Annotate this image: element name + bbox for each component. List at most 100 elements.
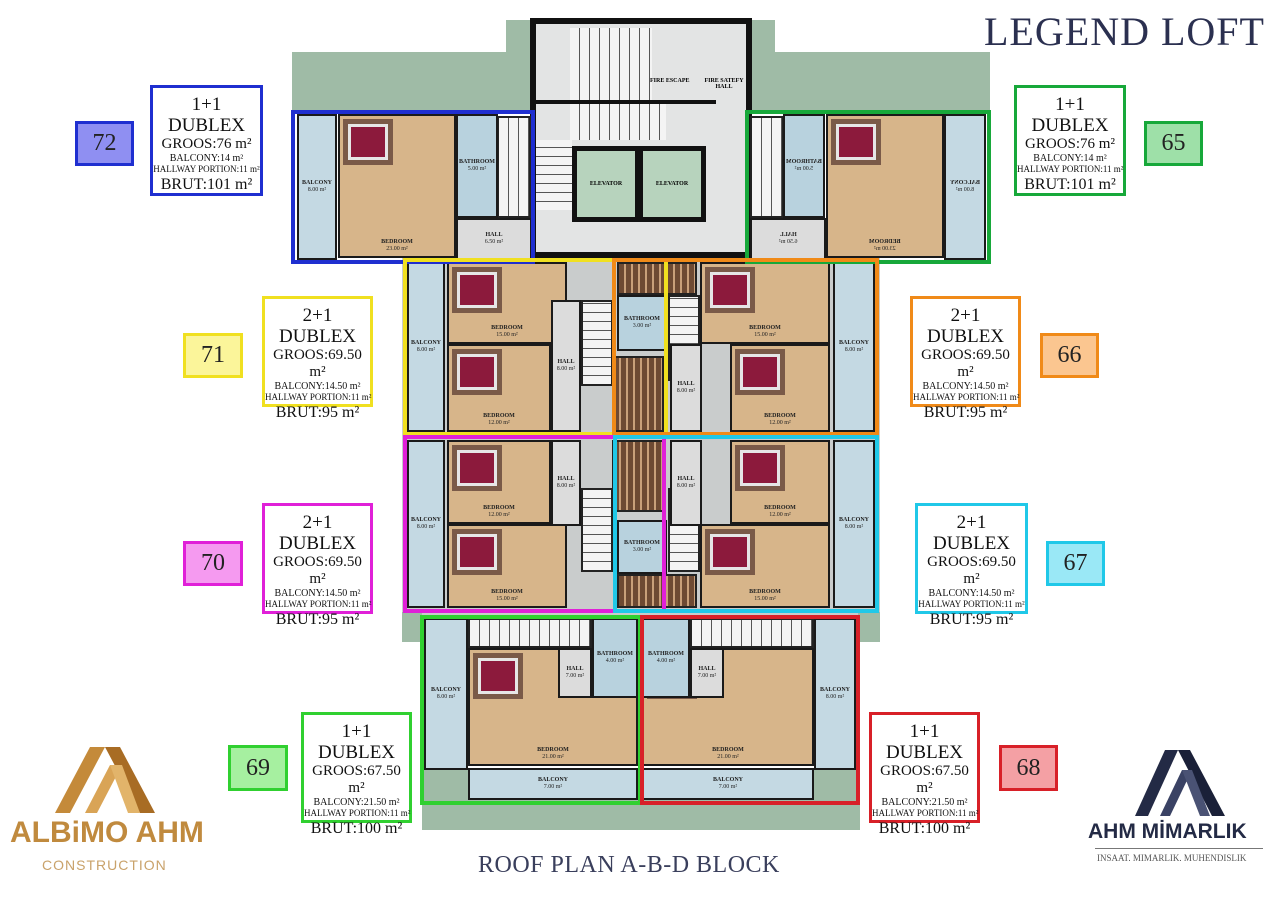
room-name: BALCONY <box>537 777 568 783</box>
unit-brut: BRUT:101 m² <box>160 176 253 193</box>
unit-balcony: BALCONY:14.50 m² <box>274 381 361 392</box>
elevator-1-label: ELEVATOR <box>589 181 623 187</box>
unit-type: 1+1 DUBLEX <box>167 94 246 136</box>
unit-72-number-badge[interactable]: 72 <box>75 121 134 166</box>
room-area: 6.50 m² <box>484 239 504 245</box>
unit-groos: GROOS:76 m² <box>161 136 252 152</box>
room-name: BEDROOM <box>764 505 796 511</box>
room-name: BATHROOM <box>648 651 684 657</box>
room-area: 15.00 m² <box>496 332 518 338</box>
room-area: 12.00 m² <box>769 420 791 426</box>
room-name: HALL <box>557 359 575 365</box>
unit-balcony: BALCONY:14.50 m² <box>928 588 1015 599</box>
unit-groos: GROOS:67.50 m² <box>880 763 969 796</box>
room-name: BEDROOM <box>381 239 413 245</box>
room-area: 8.00 m² <box>436 694 456 700</box>
room-name: BATHROOM <box>786 159 822 165</box>
albimo-logo-mark <box>55 747 155 813</box>
unit-brut: BRUT:95 m² <box>923 404 1008 421</box>
room-area: 12.00 m² <box>488 420 510 426</box>
unit-69-number-badge[interactable]: 69 <box>228 745 288 791</box>
bed-icon <box>457 450 497 486</box>
unit-71-closet <box>612 356 664 432</box>
room-name: HALL <box>677 381 695 387</box>
fire-escape-stairs <box>570 28 652 100</box>
unit-67-number-badge[interactable]: 67 <box>1046 541 1105 586</box>
elevator-2: ELEVATOR <box>638 146 706 222</box>
unit-71-number-badge[interactable]: 71 <box>183 333 243 378</box>
unit-hallway: HALLWAY PORTION:11 m² <box>1017 164 1124 174</box>
room-area: 3.00 m² <box>632 323 652 329</box>
room-area: 8.00 m² <box>844 347 864 353</box>
room-name: BATHROOM <box>624 316 660 322</box>
room-name: HALL <box>566 666 584 672</box>
terrace-left <box>292 52 532 112</box>
unit-66-number-badge[interactable]: 66 <box>1040 333 1099 378</box>
unit-brut: BRUT:100 m² <box>878 820 971 837</box>
room-area: 15.00 m² <box>754 596 776 602</box>
room-area: 5.00 m² <box>794 166 814 172</box>
unit-type: 2+1 DUBLEX <box>932 512 1011 554</box>
terrace-mid-right <box>858 612 880 642</box>
room-area: 8.00 m² <box>676 388 696 394</box>
ahm-logo-mark <box>1135 750 1225 816</box>
ahm-logo-sub: INSAAT. MIMARLIK. MUHENDISLIK <box>1097 853 1247 863</box>
room-area: 8.00 m² <box>556 366 576 372</box>
room-name: BALCONY <box>410 340 441 346</box>
room-name: BEDROOM <box>749 325 781 331</box>
unit-brut: BRUT:101 m² <box>1024 176 1116 193</box>
main-stairs <box>570 104 666 140</box>
ahm-logo-divider <box>1095 848 1263 849</box>
unit-70-closet <box>612 440 664 512</box>
room-area: 8.00 m² <box>676 483 696 489</box>
unit-70-stairs <box>581 488 613 572</box>
unit-brut: BRUT:95 m² <box>275 611 360 628</box>
room-area: 7.00 m² <box>543 784 563 790</box>
terrace-right <box>748 52 990 112</box>
unit-66-closet <box>617 262 697 295</box>
room-name: BALCONY <box>838 517 869 523</box>
core-wall <box>536 100 716 104</box>
unit-69-stairs <box>468 618 592 648</box>
unit-70-number-badge[interactable]: 70 <box>183 541 243 586</box>
room-name: HALL <box>557 476 575 482</box>
unit-68-number-badge[interactable]: 68 <box>999 745 1058 791</box>
unit-groos: GROOS:69.50 m² <box>927 554 1016 587</box>
unit-71-stairs <box>581 300 613 386</box>
unit-type: 1+1 DUBLEX <box>317 721 396 763</box>
unit-65-number-badge[interactable]: 65 <box>1144 121 1203 166</box>
room-name: BALCONY <box>838 340 869 346</box>
